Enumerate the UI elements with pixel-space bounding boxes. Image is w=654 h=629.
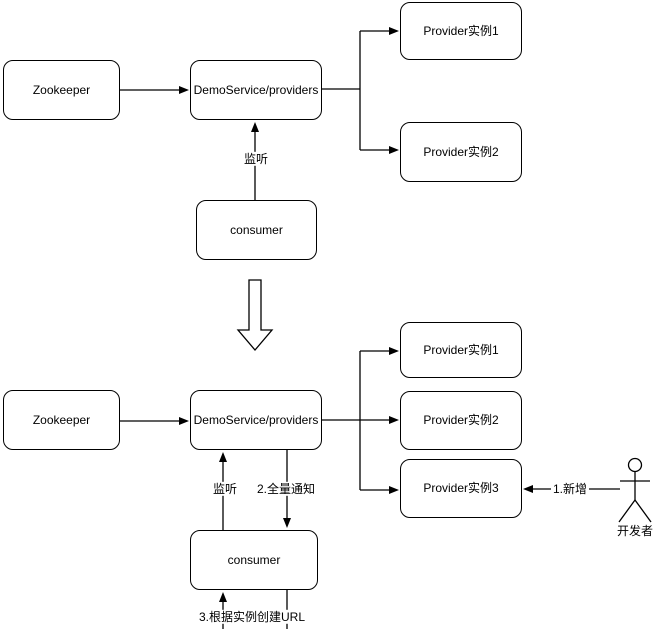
node-zookeeper-bottom: Zookeeper xyxy=(3,390,120,450)
developer-label: 开发者 xyxy=(616,523,654,538)
node-registry-bottom: DemoService/providers xyxy=(190,390,322,450)
node-provider1-bottom: Provider实例1 xyxy=(400,322,522,378)
node-provider3-bottom-label: Provider实例3 xyxy=(423,481,499,496)
node-provider2-bottom-label: Provider实例2 xyxy=(423,413,499,428)
connector-registry-branch-bottom xyxy=(322,351,390,490)
node-consumer-bottom-label: consumer xyxy=(227,552,281,567)
node-provider1-top-label: Provider实例1 xyxy=(423,23,499,38)
arrow-registry-to-provider1-top xyxy=(360,27,399,35)
arrow-registry-to-provider2-top xyxy=(360,146,399,154)
node-zookeeper-bottom-label: Zookeeper xyxy=(32,412,91,427)
arrow-registry-to-provider3-bottom xyxy=(360,486,399,494)
node-provider2-bottom: Provider实例2 xyxy=(400,391,522,450)
node-provider1-bottom-label: Provider实例1 xyxy=(423,342,499,357)
node-provider1-top: Provider实例1 xyxy=(400,2,522,60)
arrow-zookeeper-to-registry-top xyxy=(120,86,189,94)
node-registry-bottom-label: DemoService/providers xyxy=(193,412,319,427)
edge-label-listen-bottom: 监听 xyxy=(210,481,240,497)
arrow-zookeeper-to-registry-bottom xyxy=(120,417,189,425)
arrow-registry-to-provider2-bottom xyxy=(389,416,399,424)
person-icon xyxy=(618,457,652,523)
node-provider2-top-label: Provider实例2 xyxy=(423,144,499,159)
edge-label-notify: 2.全量通知 xyxy=(254,481,318,497)
node-consumer-top-label: consumer xyxy=(230,222,283,237)
node-registry-top: DemoService/providers xyxy=(190,60,322,120)
edge-label-listen-top: 监听 xyxy=(241,151,271,167)
edge-label-create-url: 3.根据实例创建URL xyxy=(196,609,308,625)
node-consumer-top: consumer xyxy=(196,200,317,260)
node-provider2-top: Provider实例2 xyxy=(400,122,522,182)
node-zookeeper-top: Zookeeper xyxy=(3,60,120,120)
node-zookeeper-top-label: Zookeeper xyxy=(32,82,91,97)
node-provider3-bottom: Provider实例3 xyxy=(400,459,522,518)
edge-label-add: 1.新增 xyxy=(550,481,590,497)
connector-registry-branch-top xyxy=(322,31,361,150)
node-registry-top-label: DemoService/providers xyxy=(193,82,319,97)
down-arrow-icon xyxy=(236,279,274,352)
arrow-registry-to-provider1-bottom xyxy=(360,347,399,355)
node-consumer-bottom: consumer xyxy=(190,530,318,590)
